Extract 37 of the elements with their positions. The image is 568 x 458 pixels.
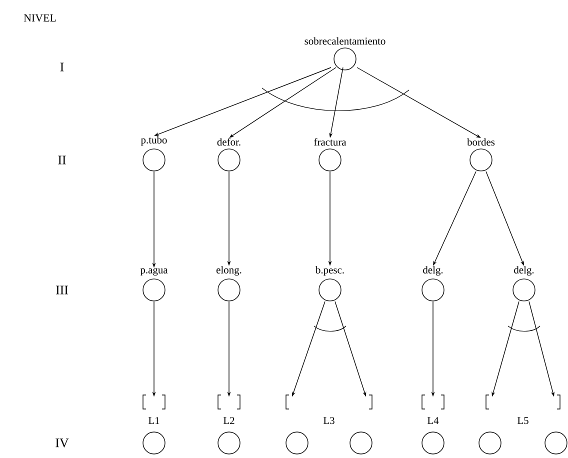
circle-node	[218, 432, 240, 454]
leaf-label: L3	[324, 417, 334, 424]
leaf-label: L5	[518, 417, 528, 424]
node-label: sobrecalentamiento	[304, 37, 386, 45]
labeled-circle-node: p.agua	[140, 268, 168, 302]
leaf-label: L1	[148, 417, 160, 424]
labeled-circle-node: elong.	[216, 266, 242, 302]
level-numeral: I	[60, 62, 64, 72]
labeled-circle-node: p.tubo	[140, 136, 167, 172]
level-numeral: IV	[56, 438, 69, 448]
level-numeral: III	[56, 286, 68, 294]
level-numeral: II	[58, 156, 66, 164]
labeled-circle-node: b.pesc.	[315, 266, 344, 302]
node-label: delg.	[514, 266, 534, 276]
node-label: defor.	[217, 138, 240, 146]
circle-node	[422, 432, 444, 454]
node-label: bordes	[467, 138, 495, 146]
labeled-circle-node: delg.	[422, 266, 444, 302]
circle-node	[544, 432, 568, 454]
circle-node	[286, 432, 308, 454]
leaf-label: L4	[428, 417, 439, 424]
circle-node	[478, 432, 502, 454]
node-label: elong.	[216, 266, 242, 276]
node-label: delg.	[423, 266, 443, 276]
node-label: p.tubo	[140, 136, 167, 146]
node-label: p.agua	[140, 268, 168, 276]
labeled-circle-node: delg.	[512, 266, 536, 302]
node-label: b.pesc.	[315, 266, 344, 276]
heading: NIVEL	[24, 14, 56, 22]
node-label: fractura	[314, 138, 346, 146]
circle-node	[350, 432, 372, 454]
labeled-circle-node: sobrecalentamiento	[304, 37, 386, 70]
labeled-circle-node: fractura	[314, 138, 346, 172]
labeled-circle-node: defor.	[217, 138, 240, 172]
leaf-label: L2	[224, 417, 234, 424]
circle-node	[142, 432, 166, 454]
labeled-circle-node: bordes	[467, 138, 495, 172]
